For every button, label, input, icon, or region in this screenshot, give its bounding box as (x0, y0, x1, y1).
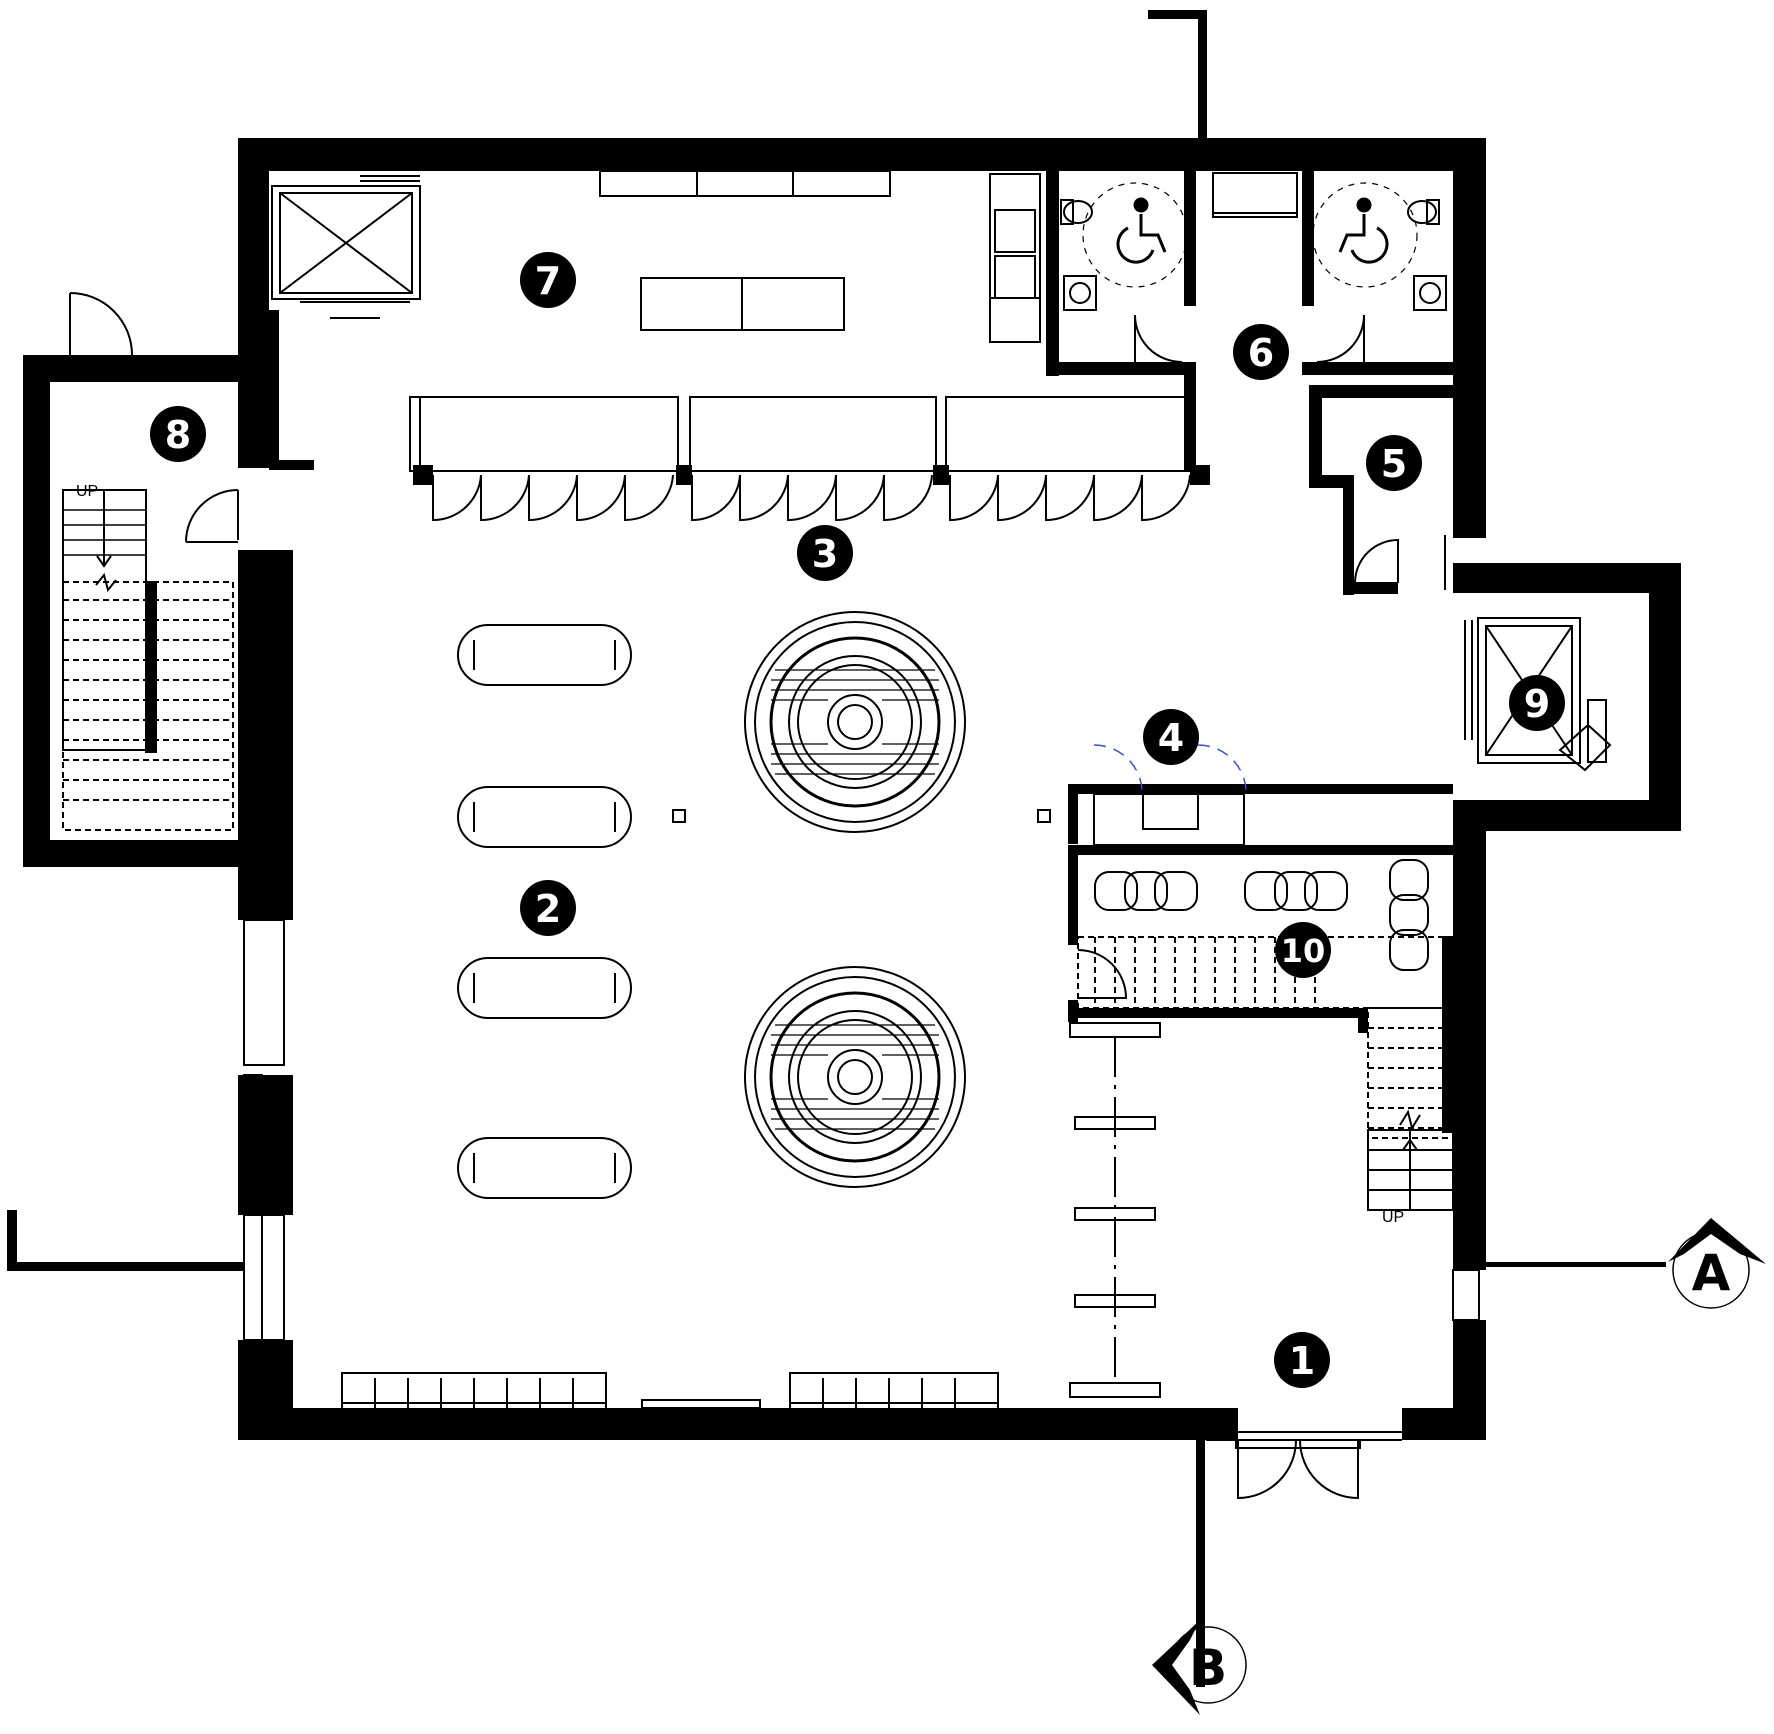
svg-text:3: 3 (812, 532, 838, 576)
room-tag-3: 3 (797, 525, 853, 581)
section-marker-a (1668, 1218, 1766, 1309)
round-display-upper (744, 611, 966, 833)
room-tag-2: 2 (520, 880, 576, 936)
section-marker-b-label: B (1189, 1639, 1227, 1697)
svg-text:2: 2 (535, 887, 561, 931)
door-5 (1354, 538, 1399, 584)
svg-text:6: 6 (1248, 331, 1274, 375)
room-tag-4: 4 (1143, 709, 1199, 765)
elevator-7 (271, 175, 421, 319)
display-cases-3 (409, 396, 1195, 522)
side-door-right (1452, 1269, 1480, 1321)
svg-text:5: 5 (1381, 442, 1407, 486)
column-marker (672, 809, 686, 823)
room-tag-9: 9 (1509, 675, 1565, 731)
stair-8 (62, 489, 234, 831)
restroom-left (1060, 182, 1188, 363)
room-tags: 1 2 3 4 5 6 7 8 (150, 252, 1565, 1388)
stair-10 (1077, 936, 1454, 1211)
windows-left (243, 564, 289, 1341)
exterior-walls (23, 138, 1681, 1440)
svg-text:10: 10 (1281, 932, 1326, 970)
room-tag-5: 5 (1366, 435, 1422, 491)
sinks-7 (989, 173, 1041, 343)
shelving-bottom (341, 1372, 999, 1436)
oval-tables-2 (457, 624, 632, 1199)
wheelchair-icon (1338, 197, 1389, 264)
room-tag-8: 8 (150, 406, 206, 462)
svg-text:8: 8 (165, 413, 191, 457)
bench-row (1069, 1022, 1161, 1398)
round-display-hatching (771, 669, 939, 1130)
svg-text:7: 7 (535, 259, 561, 303)
wheelchair-icon (1116, 197, 1167, 264)
section-line-west (7, 1210, 243, 1271)
svg-text:4: 4 (1158, 716, 1184, 760)
entry-doors (1206, 1431, 1402, 1500)
column-marker (1037, 809, 1051, 823)
wall-counter-7 (599, 170, 891, 197)
seating-10 (1094, 859, 1429, 971)
stair-10-up-label: UP (1382, 1209, 1404, 1226)
island-7 (640, 277, 845, 331)
room-tag-1: 1 (1274, 1332, 1330, 1388)
room-tag-7: 7 (520, 252, 576, 308)
door-8 (69, 292, 239, 543)
section-marker-b (1152, 1620, 1247, 1715)
counter-4 (1093, 744, 1247, 846)
room-tag-6: 6 (1233, 324, 1289, 380)
section-marker-a-label: A (1692, 1244, 1731, 1302)
section-line-east (1486, 1262, 1666, 1267)
vestibule-counter (1212, 172, 1298, 218)
room-tag-10: 10 (1275, 922, 1331, 978)
svg-text:9: 9 (1524, 682, 1550, 726)
interior-walls (269, 171, 1453, 1033)
restroom-right (1312, 182, 1447, 363)
round-display-lower (744, 966, 966, 1188)
svg-text:1: 1 (1289, 1339, 1315, 1383)
section-line-south (1196, 1432, 1205, 1687)
stair-8-up-label: UP (76, 483, 98, 500)
section-line-north (1148, 10, 1207, 150)
